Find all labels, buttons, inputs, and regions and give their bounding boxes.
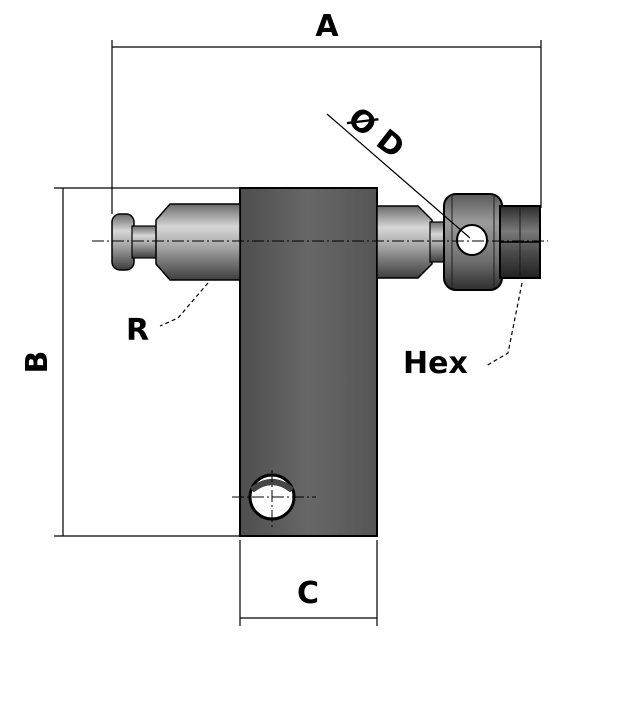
dimension-d-leader xyxy=(326,113,471,239)
left-pin-groove xyxy=(131,225,159,259)
dimension-a: A xyxy=(111,9,542,214)
right-pin xyxy=(376,205,447,279)
dimension-r-leader xyxy=(159,282,209,327)
dimension-hex-label: Hex xyxy=(403,346,468,381)
left-pin-end-knob xyxy=(111,213,135,271)
dimension-c: C xyxy=(239,540,378,626)
collar-cross-hole xyxy=(456,224,488,256)
dimension-hex-leader xyxy=(485,282,523,367)
right-pin-shaft xyxy=(376,205,433,279)
dimension-hex: Hex xyxy=(403,282,523,381)
dimension-a-label: A xyxy=(315,9,339,44)
dimension-c-label: C xyxy=(297,576,319,611)
dimension-b: B xyxy=(20,187,250,537)
dimension-b-label: B xyxy=(20,351,55,374)
hex-end xyxy=(499,205,541,279)
bottom-hole xyxy=(232,470,316,528)
left-pin xyxy=(111,203,241,281)
dimension-r-label: R xyxy=(126,313,149,348)
left-pin-shaft xyxy=(155,203,241,281)
dimension-r: R xyxy=(126,282,209,348)
collar xyxy=(443,193,503,291)
